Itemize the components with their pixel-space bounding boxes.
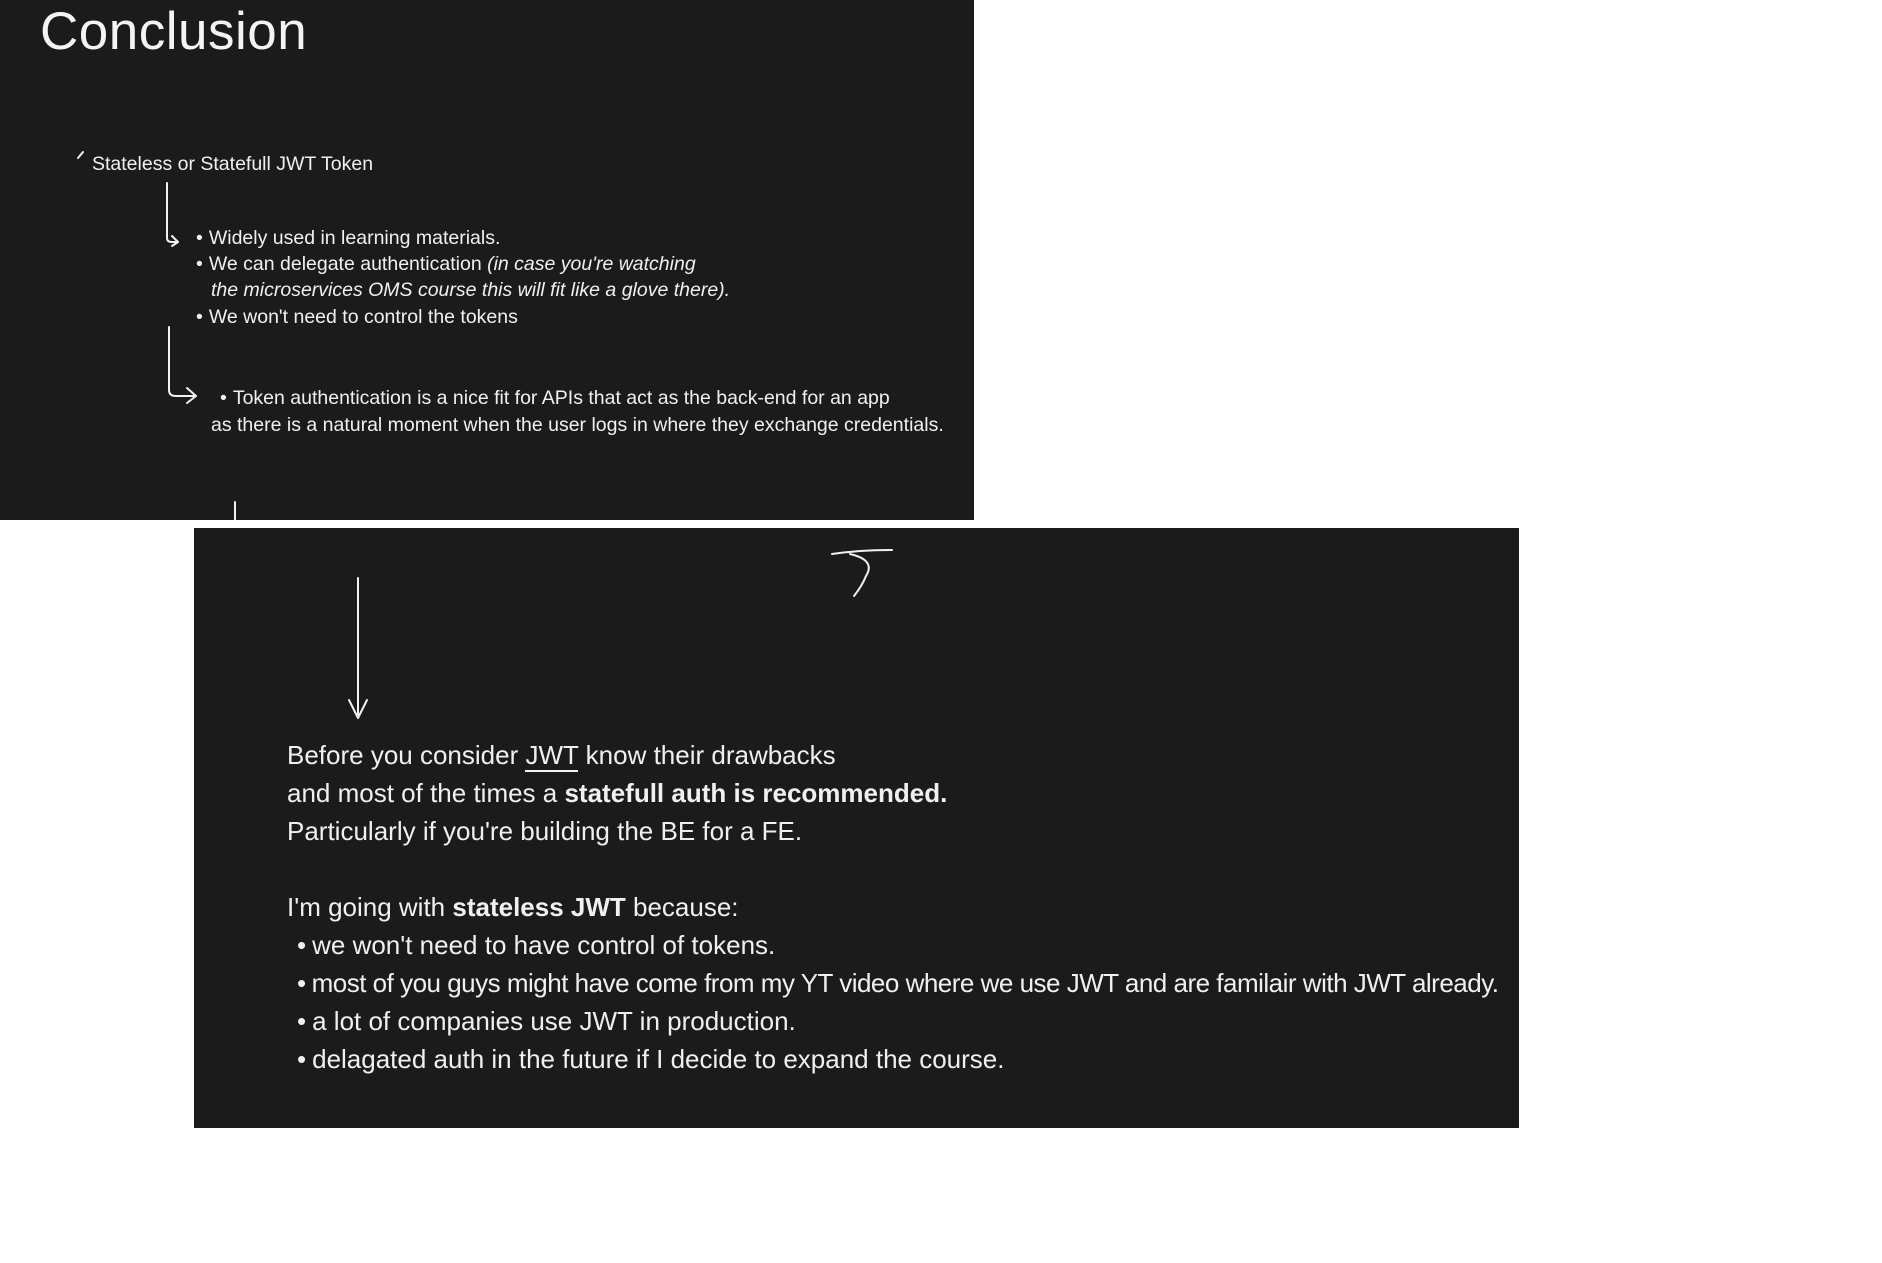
bold-text: stateless JWT	[452, 892, 626, 922]
bullet-text: We won't need to control the tokens	[208, 306, 518, 328]
line-text: because:	[625, 892, 739, 922]
line-text: I'm going with	[287, 892, 453, 922]
line-before-consider: Before you consider JWT know their drawb…	[287, 736, 836, 774]
token-auth-text: Token authentication is a nice fit for A…	[232, 387, 890, 409]
token-auth-line-2: as there is a natural moment when the us…	[211, 414, 944, 436]
reason-item: •delagated auth in the future if I decid…	[297, 1040, 1005, 1078]
bullet-glyph: •	[196, 306, 203, 328]
line-text: Before you consider	[287, 740, 526, 770]
connector-line	[234, 501, 236, 521]
line-statefull-recommended: and most of the times a statefull auth i…	[287, 774, 947, 812]
line-going-with: I'm going with stateless JWT because:	[287, 888, 739, 926]
bottom-slide: Before you consider JWT know their drawb…	[194, 528, 1519, 1128]
bullet-glyph: •	[220, 387, 227, 409]
bullet-italic-note: (in case you're watching	[487, 253, 696, 275]
bold-text: statefull auth is recommended.	[564, 778, 948, 808]
bullet-glyph: •	[196, 227, 203, 249]
line-text: know their drawbacks	[578, 740, 836, 770]
reason-item: •we won't need to have control of tokens…	[297, 926, 775, 964]
arrow-down-right-icon	[168, 326, 197, 404]
line-particularly: Particularly if you're building the BE f…	[287, 816, 803, 846]
reason-item: •a lot of companies use JWT in productio…	[297, 1002, 796, 1040]
token-auth-line-1: •Token authentication is a nice fit for …	[220, 385, 890, 411]
top-slide: Conclusion Stateless or Statefull JWT To…	[0, 0, 974, 521]
arrow-down-icon	[348, 577, 368, 719]
line-text: and most of the times a	[287, 778, 565, 808]
bullet-text: We can delegate authentication	[208, 253, 488, 275]
bullet-glyph: •	[196, 253, 203, 275]
bullet-text: Widely used in learning materials.	[208, 227, 501, 249]
bullet-glyph: •	[297, 1044, 307, 1074]
handwritten-mark-icon	[831, 549, 893, 597]
bullet-control-tokens: •We won't need to control the tokens	[196, 304, 518, 330]
reason-text: delagated auth in the future if I decide…	[312, 1044, 1005, 1074]
section-heading: Stateless or Statefull JWT Token	[92, 153, 374, 175]
arrow-down-right-icon	[166, 182, 179, 247]
slide-title: Conclusion	[40, 2, 308, 61]
tick-mark-icon	[77, 151, 84, 159]
bullet-delegate-auth-continued: the microservices OMS course this will f…	[211, 279, 731, 301]
bullet-glyph: •	[297, 1006, 307, 1036]
reason-text: we won't need to have control of tokens.	[312, 930, 776, 960]
reason-item: •most of you guys might have come from m…	[297, 964, 1499, 1002]
reason-text: a lot of companies use JWT in production…	[312, 1006, 796, 1036]
bullet-glyph: •	[297, 968, 306, 998]
bullet-delegate-auth: •We can delegate authentication (in case…	[196, 251, 696, 277]
bullet-glyph: •	[297, 930, 307, 960]
bullet-widely-used: •Widely used in learning materials.	[196, 225, 500, 251]
reason-text: most of you guys might have come from my…	[311, 968, 1499, 998]
jwt-underlined: JWT	[525, 740, 579, 772]
